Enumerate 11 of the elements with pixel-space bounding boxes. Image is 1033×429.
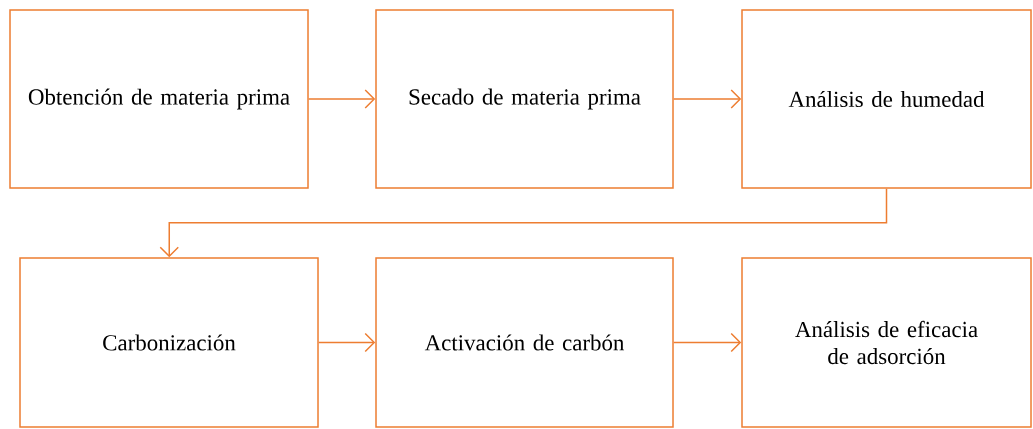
arrow (673, 89, 742, 109)
process-box: Análisis de eficacia de adsorción (741, 257, 1032, 428)
arrow (308, 89, 376, 109)
process-box: Análisis de humedad (741, 9, 1032, 189)
process-box: Activación de carbón (375, 257, 674, 428)
arrow (673, 332, 742, 353)
process-box: Secado de materia prima (375, 9, 674, 189)
arrow (318, 332, 376, 353)
process-box: Carbonización (19, 257, 319, 428)
process-box: Obtención de materia prima (9, 9, 309, 189)
arrow (159, 188, 888, 258)
